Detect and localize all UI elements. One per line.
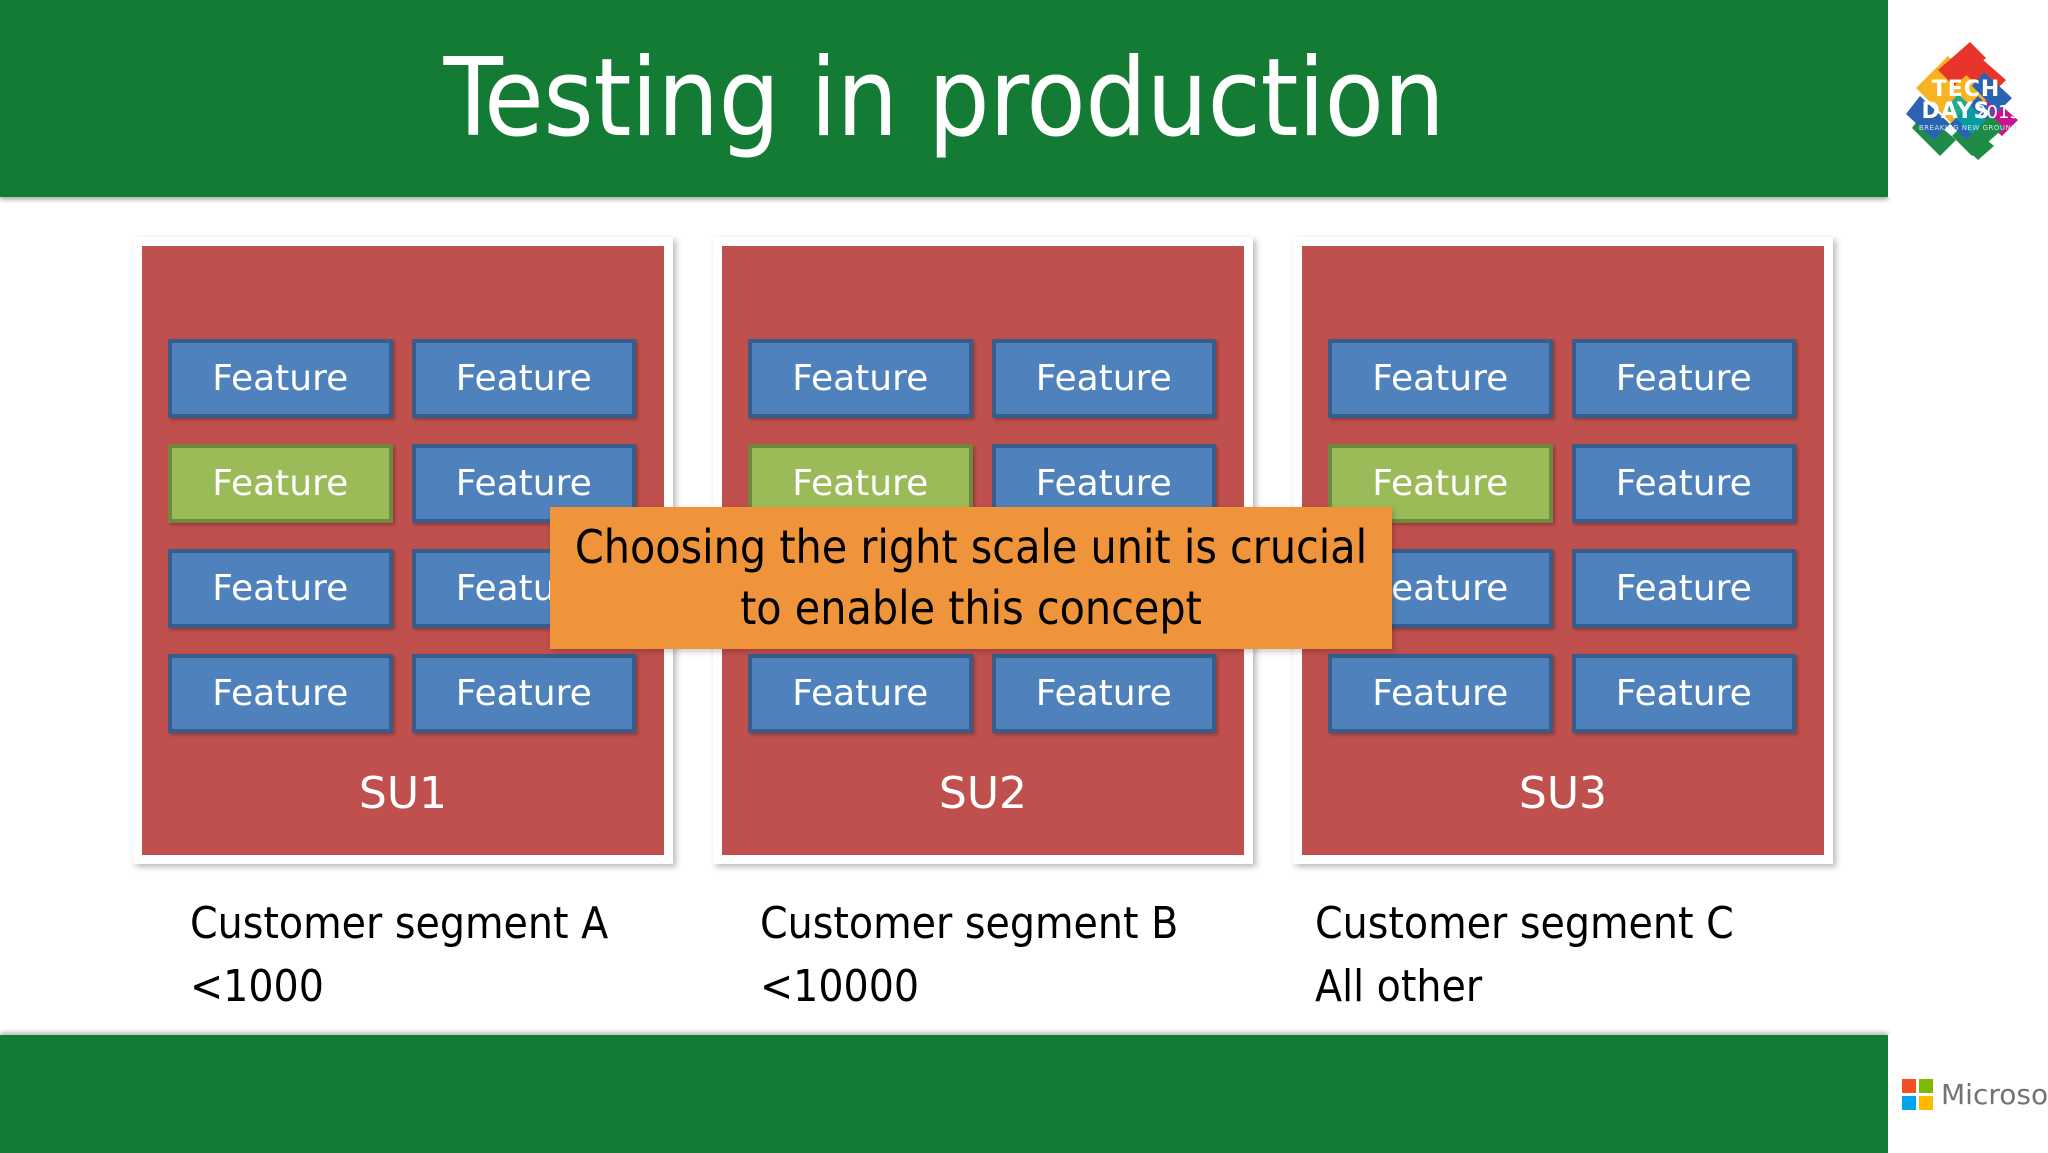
feature-box[interactable]: Feature: [411, 339, 636, 418]
footer-logo-area: Microsoft: [1888, 1035, 2048, 1153]
scale-unit-label-su2: SU2: [938, 768, 1028, 819]
scale-unit-label-su3: SU3: [1518, 768, 1608, 819]
scale-unit-label-su1: SU1: [358, 768, 448, 819]
microsoft-square-green: [1919, 1078, 1933, 1093]
feature-grid-su1: Feature Feature Feature Feature Feature …: [168, 339, 636, 733]
feature-box[interactable]: Feature: [1571, 549, 1796, 628]
segment-name: Customer segment C: [1315, 898, 1734, 949]
header-band: [0, 0, 1888, 197]
feature-box[interactable]: Feature: [748, 654, 973, 733]
feature-box[interactable]: Feature: [168, 549, 393, 628]
feature-box-highlighted[interactable]: Feature: [168, 444, 393, 523]
segment-size: All other: [1315, 961, 1483, 1012]
callout-box: Choosing the right scale unit is crucial…: [550, 507, 1392, 649]
callout-line-1: Choosing the right scale unit is crucial: [574, 520, 1368, 574]
customer-segment-caption-c: Customer segment C All other: [1315, 892, 1875, 1018]
techdays-2015-logo: TECH DAYS 2015 BREAKING NEW GROUND: [1888, 0, 2048, 197]
feature-box[interactable]: Feature: [168, 654, 393, 733]
svg-text:DAYS: DAYS: [1922, 99, 1991, 124]
page-title: Testing in production: [443, 36, 1445, 161]
svg-text:TECH: TECH: [1932, 77, 2001, 102]
feature-box[interactable]: Feature: [748, 339, 973, 418]
feature-box[interactable]: Feature: [411, 654, 636, 733]
svg-text:2015: 2015: [1975, 102, 2021, 123]
segment-name: Customer segment A: [190, 898, 609, 949]
feature-box[interactable]: Feature: [1328, 654, 1553, 733]
feature-box[interactable]: Feature: [168, 339, 393, 418]
feature-box[interactable]: Feature: [991, 339, 1216, 418]
svg-text:BREAKING NEW GROUND: BREAKING NEW GROUND: [1919, 124, 2017, 132]
feature-box-highlighted[interactable]: Feature: [1328, 444, 1553, 523]
microsoft-square-red: [1902, 1078, 1916, 1093]
scale-unit-panel-su3: Feature Feature Feature Feature Feature …: [1293, 237, 1833, 864]
feature-box[interactable]: Feature: [1571, 654, 1796, 733]
customer-segment-caption-b: Customer segment B <10000: [760, 892, 1320, 1018]
scale-unit-panel-su1: Feature Feature Feature Feature Feature …: [133, 237, 673, 864]
segment-name: Customer segment B: [760, 898, 1179, 949]
microsoft-logo: Microsoft: [1902, 1078, 2048, 1111]
feature-box[interactable]: Feature: [1328, 339, 1553, 418]
customer-segment-caption-a: Customer segment A <1000: [190, 892, 750, 1018]
feature-box[interactable]: Feature: [991, 654, 1216, 733]
segment-size: <10000: [760, 961, 920, 1012]
feature-box[interactable]: Feature: [1571, 444, 1796, 523]
microsoft-squares-icon: [1902, 1078, 1933, 1110]
microsoft-square-blue: [1902, 1095, 1916, 1110]
footer-band: [0, 1035, 1888, 1153]
microsoft-wordmark: Microsoft: [1941, 1077, 2048, 1111]
segment-size: <1000: [190, 961, 324, 1012]
microsoft-square-yellow: [1919, 1095, 1933, 1110]
feature-box[interactable]: Feature: [1571, 339, 1796, 418]
callout-line-2: to enable this concept: [740, 581, 1202, 635]
feature-grid-su3: Feature Feature Feature Feature Feature …: [1328, 339, 1796, 733]
